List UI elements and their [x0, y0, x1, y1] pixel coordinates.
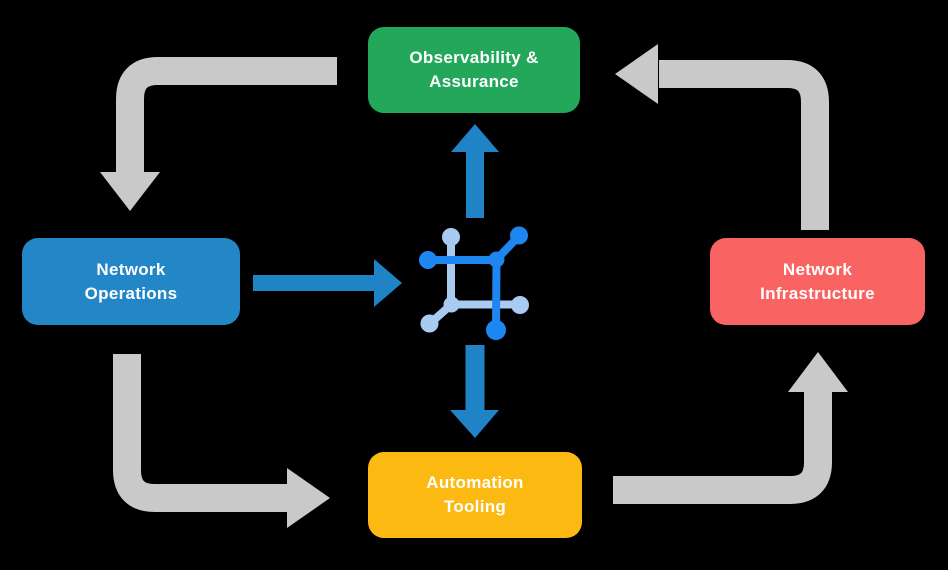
arrowhead-up-icon: [451, 124, 499, 152]
arrowhead-up-icon: [788, 352, 848, 392]
node-network-infrastructure: Network Infrastructure: [710, 238, 925, 325]
cycle-arrow-infrastructure-to-observability: [615, 44, 829, 230]
flow-arrow-operations-to-center: [253, 259, 402, 307]
cycle-arrow-automation-to-infrastructure: [613, 352, 848, 504]
flow-arrow-center-to-automation: [450, 345, 499, 438]
network-icon-light-nodes: [420, 228, 529, 333]
cycle-arrow-observability-to-operations: [100, 57, 337, 211]
arrow-elbow: [113, 354, 288, 512]
arrowhead-left-icon: [615, 44, 658, 104]
node-network-operations: Network Operations: [22, 238, 240, 325]
network-icon-dark-nodes: [419, 226, 528, 340]
arrowhead-down-icon: [450, 410, 499, 438]
cycle-arrow-operations-to-automation: [113, 354, 330, 528]
node-observability-assurance: Observability & Assurance: [368, 27, 580, 113]
flow-arrow-center-to-observability: [451, 124, 499, 218]
arrowhead-right-icon: [374, 259, 402, 307]
arrow-elbow: [116, 57, 337, 173]
network-mesh-icon: [419, 226, 529, 340]
arrow-elbow: [659, 60, 829, 230]
node-automation-tooling: Automation Tooling: [368, 452, 582, 538]
arrow-elbow: [613, 391, 832, 504]
arrowhead-right-icon: [287, 468, 330, 528]
arrowhead-down-icon: [100, 172, 160, 211]
